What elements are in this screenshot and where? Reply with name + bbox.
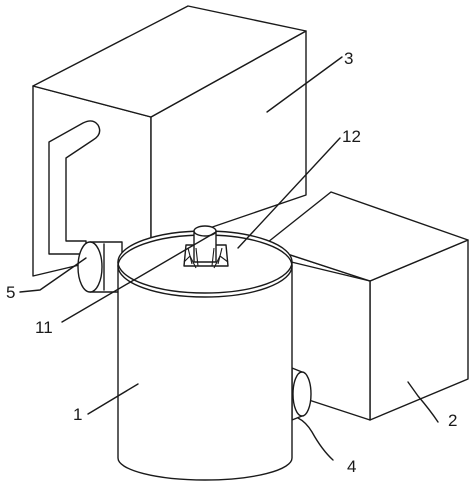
cylinder-body — [117, 261, 293, 481]
left-connector-end — [77, 241, 103, 293]
leader-3 — [266, 56, 343, 113]
leader-11 — [61, 231, 217, 323]
motor-cap — [193, 225, 217, 237]
cylinder-tank-1 — [117, 230, 293, 481]
rear-box-3 — [32, 5, 307, 277]
leader-4 — [297, 417, 334, 461]
outlet-4 — [291, 367, 312, 421]
outlet-end — [292, 371, 312, 417]
leader-1 — [87, 383, 139, 415]
motor-brackets — [183, 255, 229, 269]
leader-2 — [407, 381, 439, 423]
label-12: 12 — [342, 127, 361, 146]
label-2: 2 — [448, 411, 457, 430]
leader-5 — [19, 257, 87, 293]
leader-12 — [237, 137, 341, 249]
right-box-top-face — [262, 191, 469, 282]
label-5: 5 — [6, 283, 15, 302]
label-1: 1 — [73, 405, 82, 424]
right-box-top-inner-edge — [282, 259, 371, 282]
top-motor-assembly — [183, 225, 229, 269]
label-3: 3 — [344, 49, 353, 68]
handle — [48, 120, 101, 255]
rear-box-top-face — [32, 5, 307, 118]
label-11: 11 — [35, 318, 53, 337]
left-connector-5 — [77, 241, 123, 293]
label-4: 4 — [347, 457, 356, 476]
leader-lines — [19, 56, 439, 461]
